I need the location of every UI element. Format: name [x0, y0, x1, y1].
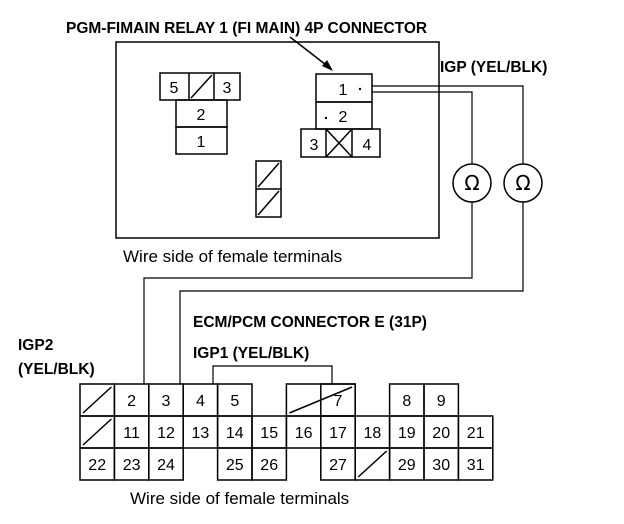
- ecm-terminal-3: 3: [162, 393, 171, 410]
- wire-terminal1-to-meter-left: [372, 91, 473, 164]
- relay-terminal-3: 3: [223, 80, 232, 97]
- igp1-bracket: [212, 365, 333, 384]
- ohm-symbol-right: Ω: [515, 171, 530, 195]
- ecm-terminal-27: 27: [329, 457, 347, 474]
- ecm-terminal-9: 9: [437, 393, 446, 410]
- relay-connector-frame: [115, 41, 440, 239]
- relay-terminal-1-small: 1: [197, 134, 206, 151]
- ecm-terminal-7: 7: [334, 393, 343, 410]
- ecm-cell: [457, 447, 494, 481]
- ecm-blank-slash: [357, 450, 388, 478]
- ecm-terminal-8: 8: [402, 393, 411, 410]
- ecm-terminal-16: 16: [295, 425, 313, 442]
- relay-terminal-2-small: 2: [197, 107, 206, 124]
- ecm-terminal-31: 31: [467, 457, 485, 474]
- wire-meter-right-to-igp1: [179, 202, 524, 384]
- ecm-terminal-14: 14: [226, 425, 244, 442]
- ecm-terminal-11: 11: [123, 425, 140, 442]
- ohmmeter-left: Ω: [452, 163, 492, 203]
- ecm-terminal-20: 20: [432, 425, 450, 442]
- ecm-cell: [251, 447, 288, 481]
- igp-label: IGP (YEL/BLK): [440, 59, 547, 76]
- ecm-terminal-5: 5: [230, 393, 239, 410]
- relay-terminal-5: 5: [170, 80, 179, 97]
- igp2-label-line2: (YEL/BLK): [18, 361, 95, 378]
- ecm-terminal-23: 23: [123, 457, 141, 474]
- ohm-symbol-left: Ω: [464, 171, 479, 195]
- blank-terminal-cross-b: [325, 128, 353, 158]
- wire-meter-left-to-igp2: [143, 202, 473, 384]
- relay-4p-terminal-3: 3: [310, 137, 319, 154]
- relay-connector-title: PGM-FIMAIN RELAY 1 (FI MAIN) 4P CONNECTO…: [66, 20, 427, 37]
- relay-4p-terminal-2: 2: [339, 109, 348, 126]
- relay-blank-cavities: [255, 160, 282, 218]
- ecm-terminal-26: 26: [260, 457, 278, 474]
- ecm-terminal-24: 24: [157, 457, 175, 474]
- title-pointer-arrowhead: [322, 60, 333, 71]
- ecm-terminal-22: 22: [88, 457, 106, 474]
- igp1-label: IGP1 (YEL/BLK): [193, 345, 309, 362]
- ecm-blank-slash: [82, 418, 112, 446]
- ecm-terminal-30: 30: [432, 457, 450, 474]
- ecm-terminal-29: 29: [398, 457, 416, 474]
- igp2-label-line1: IGP2: [18, 337, 53, 354]
- ecm-terminal-12: 12: [157, 425, 175, 442]
- relay-4p-block: 1 2 3 4: [300, 73, 381, 158]
- test-wires: [143, 85, 524, 384]
- blank-terminal-slash: [190, 74, 213, 99]
- relay-4p-terminal-1: 1: [339, 82, 348, 99]
- relay-caption: Wire side of female terminals: [123, 247, 342, 266]
- ohmmeter-right: Ω: [503, 163, 543, 203]
- ecm-terminal-13: 13: [192, 425, 210, 442]
- ecm-cell: [148, 447, 184, 481]
- relay-4p-terminal-4: 4: [363, 137, 372, 154]
- ecm-caption: Wire side of female terminals: [130, 489, 349, 508]
- wire-terminal1-to-meter-right: [372, 85, 524, 164]
- ecm-terminal-15: 15: [260, 425, 278, 442]
- ecm-connector-title: ECM/PCM CONNECTOR E (31P): [193, 314, 427, 331]
- ecm-terminal-18: 18: [364, 425, 382, 442]
- ecm-terminal-21: 21: [467, 425, 485, 442]
- ecm-terminal-2: 2: [127, 393, 136, 410]
- ecm-terminal-4: 4: [196, 393, 205, 410]
- ecm-terminal-19: 19: [398, 425, 416, 442]
- relay-small-block: 5 3 2 1: [159, 72, 241, 155]
- ecm-terminal-17: 17: [329, 425, 347, 442]
- ecm-terminal-25: 25: [226, 457, 244, 474]
- ecm-blank-slash: [82, 386, 112, 414]
